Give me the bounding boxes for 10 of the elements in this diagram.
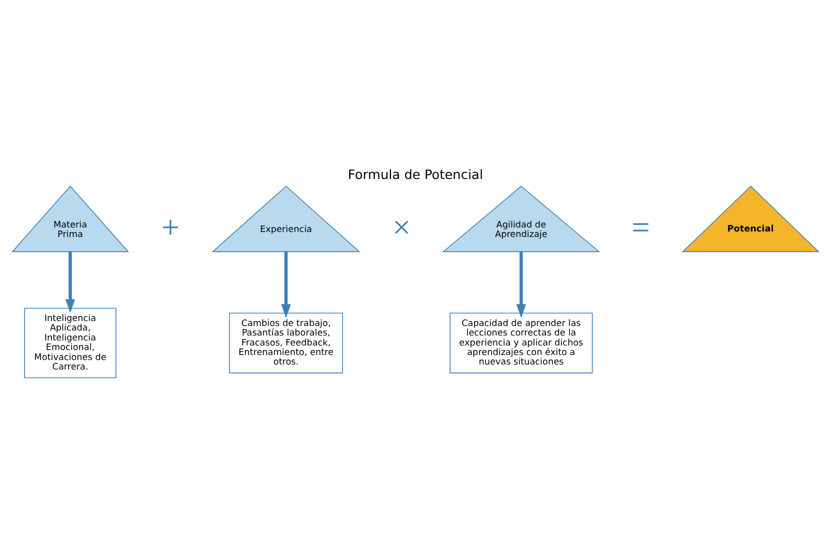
diagram-title: Formula de Potencial <box>348 168 484 183</box>
arrow <box>281 252 291 318</box>
label: × <box>392 208 411 245</box>
arrow <box>516 252 526 318</box>
label: + <box>161 208 180 245</box>
node-box: Capacidad de aprender las lecciones correctas de la experiencia y aplicar dichos aprendizajes con éxito a nuevas situaciones <box>450 312 593 374</box>
node-box: Inteligencia Aplicada, Inteligencia Emocional, Motivaciones de Carrera. <box>24 308 116 378</box>
node-box: Cambios de trabajo, Pasantías laborales, Fracasos, Feedback, Entrenamiento, entre otros. <box>229 312 343 374</box>
arrow <box>65 252 76 313</box>
label: = <box>632 208 650 245</box>
